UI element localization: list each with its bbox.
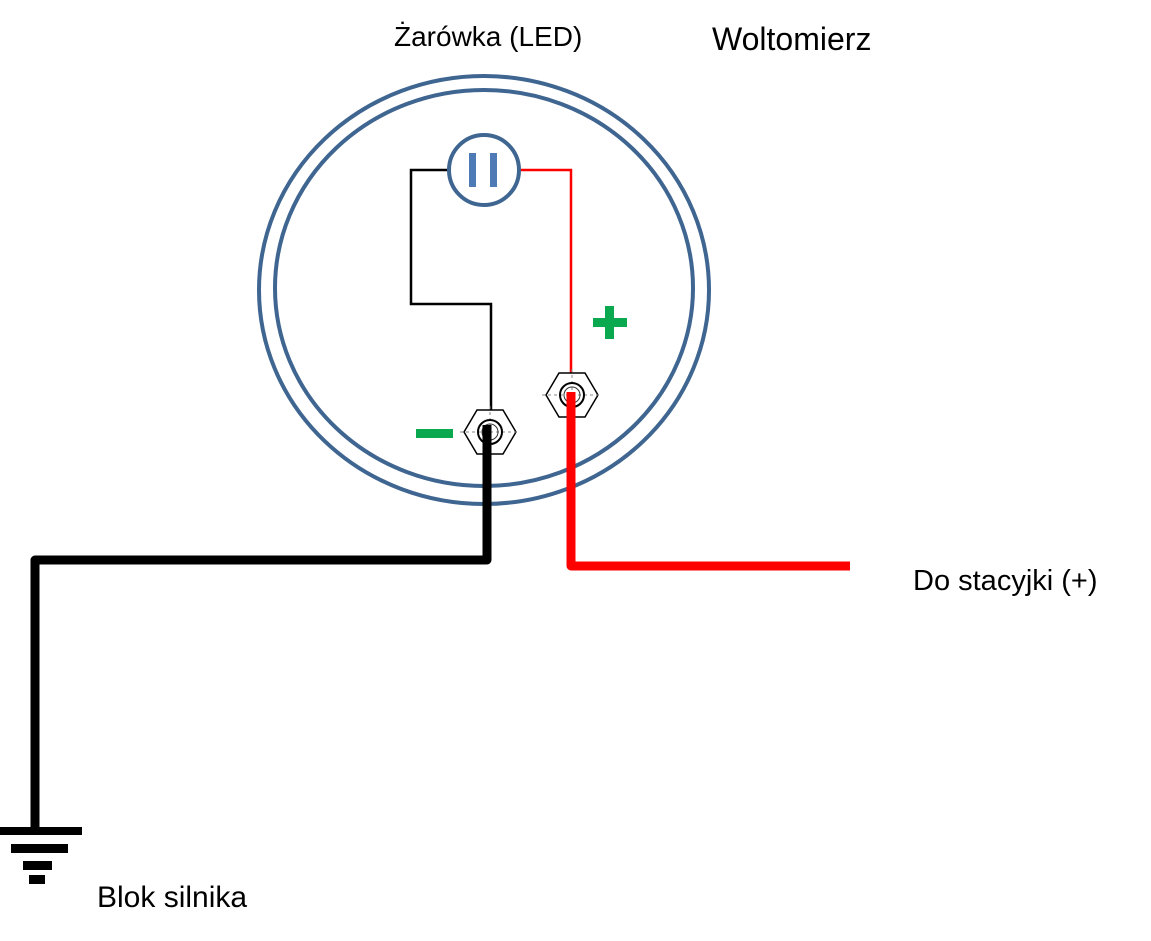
internal-negative-wire [409,168,493,418]
bulb-label: Żarówka (LED) [394,21,582,52]
ignition-wire [566,392,850,571]
ground-wire [30,425,492,830]
internal-positive-wire [519,168,573,380]
led-bulb-icon [447,133,521,207]
ground-label: Blok silnika [97,881,247,914]
plus-mark-icon [593,306,627,339]
minus-mark-icon [416,429,453,438]
gauge-label: Woltomierz [712,21,871,57]
ground-symbol-icon [0,827,82,884]
ignition-label: Do stacyjki (+) [913,565,1098,597]
